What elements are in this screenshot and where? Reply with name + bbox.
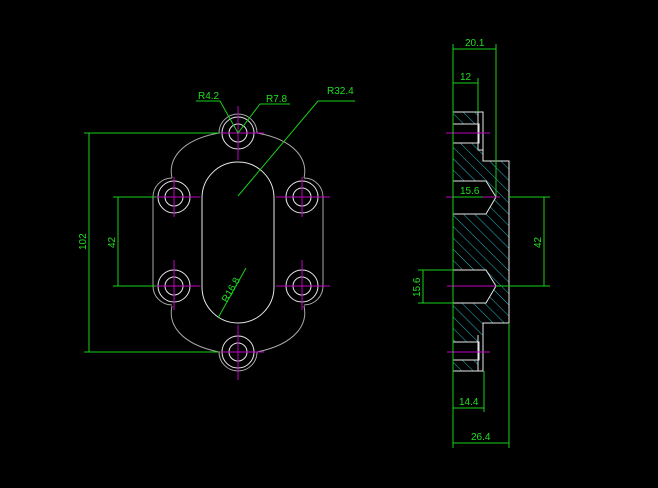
- dim-r32-4: R32.4: [327, 86, 354, 97]
- centerlines: [150, 106, 330, 380]
- side-view: 20.1 12 15.6 42 15.6 14.4 26.4: [412, 38, 550, 448]
- dim-14-4: 14.4: [459, 397, 479, 408]
- part-outline: [152, 113, 324, 372]
- center-slot: [201, 161, 275, 324]
- section-hatch: [453, 112, 509, 371]
- dim-102: 102: [78, 233, 89, 250]
- bolt-holes: [150, 106, 330, 380]
- dim-r4-2: R4.2: [198, 91, 220, 102]
- dim-r7-8: R7.8: [266, 94, 288, 105]
- dim-26-4: 26.4: [471, 432, 491, 443]
- front-view: R4.2 R7.8 R32.4 R16.8 102 42: [78, 86, 355, 380]
- front-dimensions: [84, 100, 355, 353]
- dim-42-side: 42: [533, 236, 544, 248]
- dim-r16-8: R16.8: [220, 276, 243, 305]
- dim-15-6-dia: 15.6: [412, 277, 423, 297]
- dim-20-1: 20.1: [465, 38, 485, 49]
- dim-42-front: 42: [107, 236, 118, 248]
- dim-12: 12: [460, 72, 472, 83]
- dim-15-6-depth: 15.6: [460, 186, 480, 197]
- side-dimensions: [418, 44, 550, 448]
